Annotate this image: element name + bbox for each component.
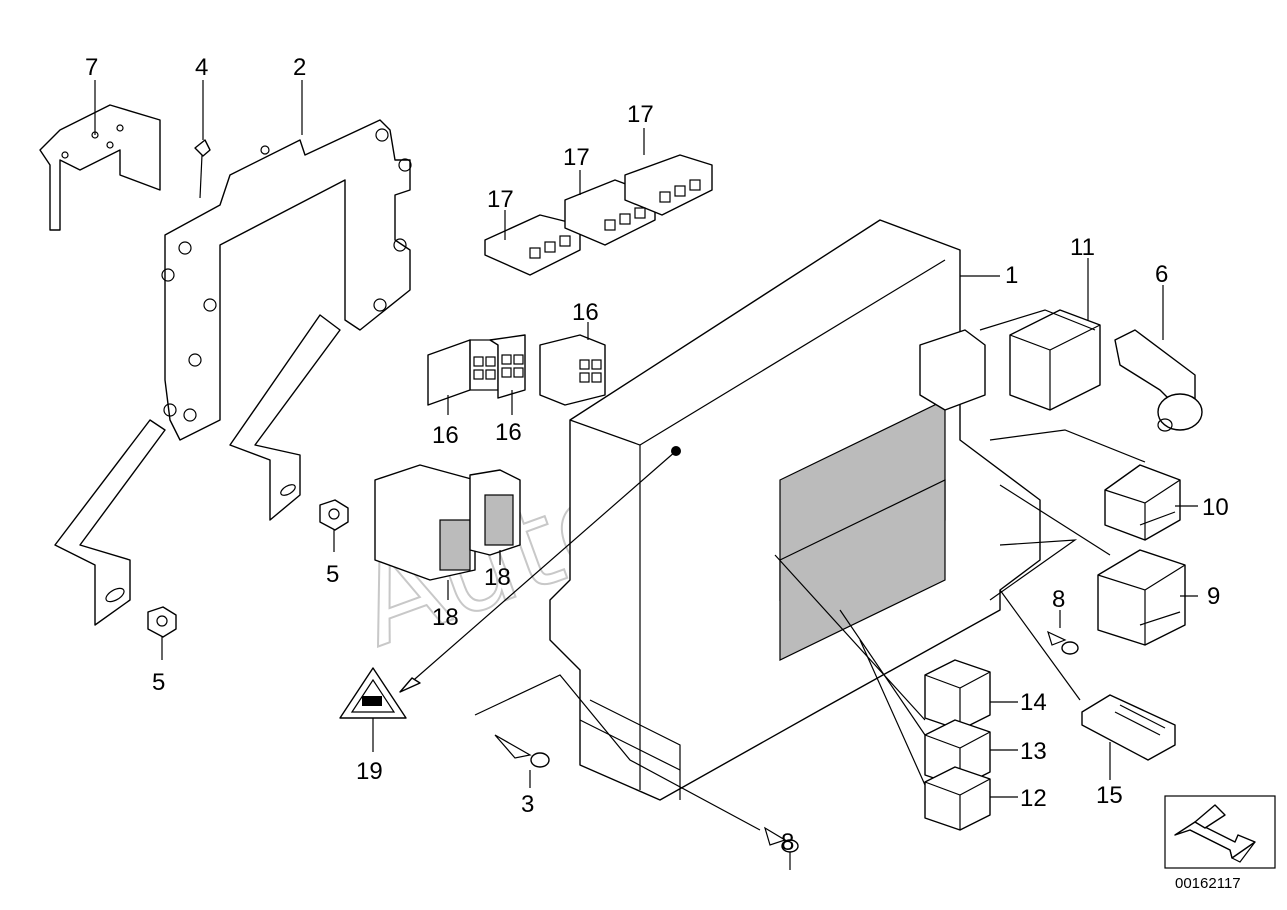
orientation-arrow-icon bbox=[1164, 795, 1276, 869]
part-19-warning-label bbox=[339, 450, 677, 752]
part-11-relay bbox=[1009, 309, 1101, 411]
part-9-relay bbox=[1097, 549, 1186, 646]
callout-14: 14 bbox=[1020, 689, 1047, 716]
callout-10: 10 bbox=[1202, 494, 1229, 521]
leader-lines bbox=[94, 80, 1198, 831]
callout-15: 15 bbox=[1096, 782, 1123, 809]
callout-16-a: 16 bbox=[572, 299, 599, 326]
callout-8-b: 8 bbox=[781, 829, 794, 856]
callout-9: 9 bbox=[1207, 583, 1220, 610]
callout-19: 19 bbox=[356, 758, 383, 785]
callout-16-c: 16 bbox=[495, 419, 522, 446]
callout-5-a: 5 bbox=[326, 561, 339, 588]
callout-4: 4 bbox=[195, 54, 208, 81]
callout-12: 12 bbox=[1020, 785, 1047, 812]
callout-17-a: 17 bbox=[487, 186, 514, 213]
part-8-screw bbox=[1047, 610, 1079, 655]
callout-1: 1 bbox=[1005, 262, 1018, 289]
callout-17-c: 17 bbox=[627, 101, 654, 128]
part-18-connectors bbox=[374, 464, 521, 581]
part-5-nut-2 bbox=[147, 606, 177, 660]
part-number: 00162117 bbox=[1175, 875, 1241, 892]
part-8-screw-2 bbox=[763, 826, 799, 870]
part-7-bracket bbox=[39, 104, 161, 231]
part-13-relay bbox=[924, 719, 991, 788]
part-14-relay bbox=[924, 659, 991, 731]
callout-16-b: 16 bbox=[432, 422, 459, 449]
part-3-screw bbox=[494, 734, 550, 788]
callout-6: 6 bbox=[1155, 261, 1168, 288]
callout-17-b: 17 bbox=[563, 144, 590, 171]
part-15-fuse-puller bbox=[1081, 694, 1176, 761]
callout-3: 3 bbox=[521, 791, 534, 818]
callout-18-a: 18 bbox=[484, 564, 511, 591]
part-5-nut bbox=[319, 499, 349, 552]
callout-11: 11 bbox=[1070, 234, 1095, 261]
part-2-frame bbox=[54, 119, 412, 626]
callout-8-a: 8 bbox=[1052, 586, 1065, 613]
part-12-relay bbox=[924, 766, 991, 831]
part-17-connector-row bbox=[484, 154, 713, 276]
part-16-connectors bbox=[427, 334, 606, 406]
callout-13: 13 bbox=[1020, 738, 1047, 765]
callout-7: 7 bbox=[85, 54, 98, 81]
callout-5-b: 5 bbox=[152, 669, 165, 696]
part-10-relay bbox=[1104, 464, 1181, 541]
part-1-fuse-box bbox=[549, 219, 1041, 801]
part-4-pin bbox=[194, 139, 211, 199]
callout-2: 2 bbox=[293, 54, 306, 81]
part-6-clip bbox=[1114, 329, 1203, 432]
callout-18-b: 18 bbox=[432, 604, 459, 631]
